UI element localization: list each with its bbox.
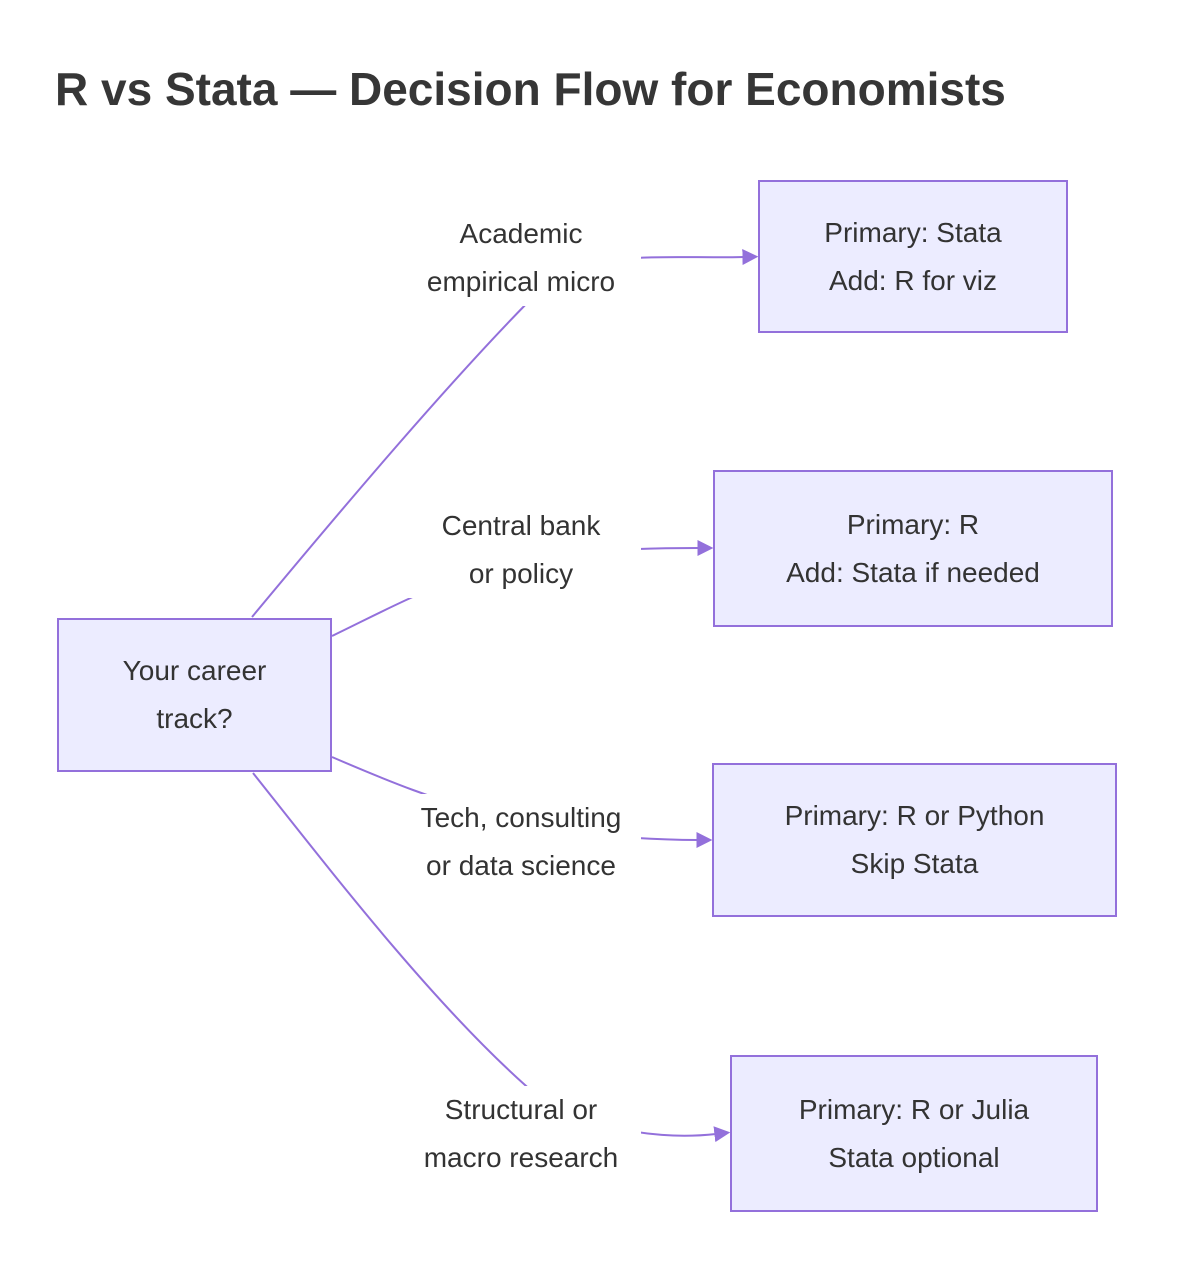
edge-label-structural-macro-research: Structural or macro research [401, 1086, 641, 1182]
node-text-line: Primary: R or Python [784, 800, 1045, 831]
node-primary-r: Primary: R Add: Stata if needed [713, 470, 1113, 627]
node-text-line: Skip Stata [850, 848, 979, 879]
node-primary-r-or-julia: Primary: R or Julia Stata optional [730, 1055, 1098, 1212]
node-primary-r-or-python: Primary: R or Python Skip Stata [712, 763, 1117, 917]
edge-label-line: Tech, consulting [420, 802, 622, 833]
node-text-line: Primary: Stata [824, 216, 1002, 248]
node-text-line: Your career [122, 655, 267, 686]
edge-label-line: Structural or [444, 1094, 598, 1125]
edge-label-line: or policy [468, 558, 574, 589]
node-text-line: track? [156, 703, 233, 734]
edge-label-central-bank-or-policy: Central bank or policy [401, 502, 641, 598]
edge-label-line: Academic [459, 218, 583, 249]
edge-label-line: Central bank [441, 510, 601, 541]
diagram-title: R vs Stata — Decision Flow for Economist… [55, 63, 1006, 115]
edge-label-line: or data science [426, 850, 616, 881]
node-text-line: Add: Stata if needed [786, 556, 1040, 588]
node-text-line: Add: R for viz [828, 264, 998, 296]
node-your-career-track: Your career track? [57, 618, 332, 772]
node-text-line: Primary: R [846, 508, 980, 540]
node-text-line: Stata optional [828, 1141, 1000, 1173]
node-text-line: Primary: R or Julia [798, 1093, 1030, 1125]
edge-label-tech-consulting-data-science: Tech, consulting or data science [401, 794, 641, 890]
edge-label-academic-empirical-micro: Academic empirical micro [401, 210, 641, 306]
edge-label-line: empirical micro [426, 266, 616, 297]
edge-label-line: macro research [423, 1142, 619, 1173]
node-primary-stata: Primary: Stata Add: R for viz [758, 180, 1068, 333]
